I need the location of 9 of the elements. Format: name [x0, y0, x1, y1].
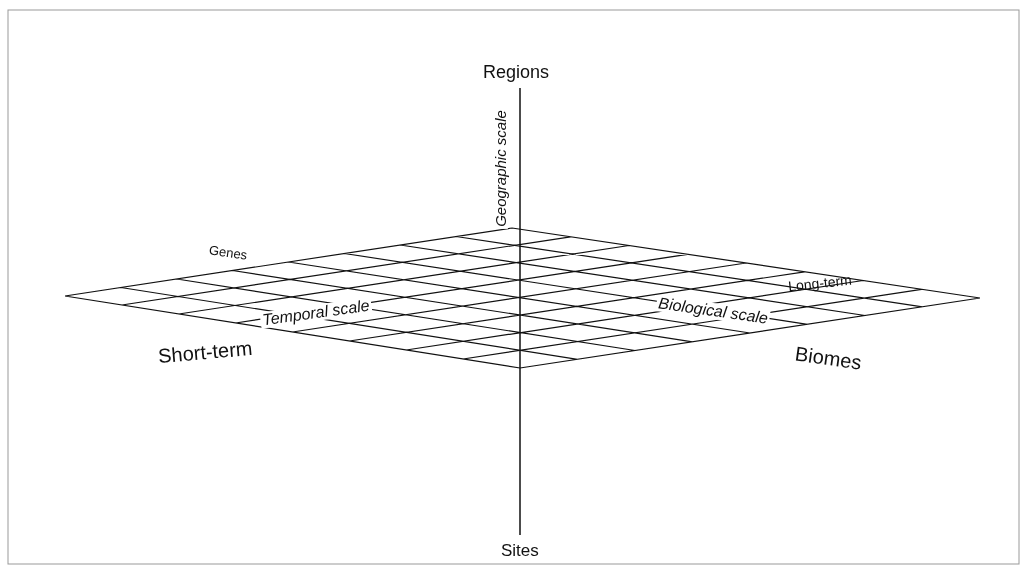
axis-label: Geographic scale: [492, 107, 508, 229]
axis-label: Temporal scale: [259, 297, 373, 329]
axis-label: Sites: [501, 541, 539, 559]
axis-label: Short-term: [157, 337, 254, 367]
axis-label: Long-term: [787, 272, 853, 294]
axis-label: Regions: [483, 63, 550, 81]
axis-label: Biological scale: [655, 295, 771, 327]
axis-label: Biomes: [793, 343, 863, 373]
axis-label: Genes: [208, 242, 249, 262]
